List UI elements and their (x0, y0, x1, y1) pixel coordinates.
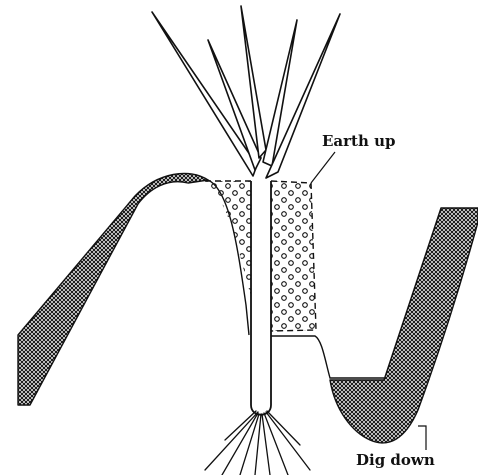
root (267, 411, 300, 445)
dig-down-label: Dig down (356, 451, 435, 469)
root (264, 413, 288, 475)
earth-up-soil-left (205, 181, 251, 296)
earth-up-leader (311, 152, 335, 183)
root (266, 412, 310, 470)
leaf-right (263, 20, 297, 166)
leaf-far-left (152, 12, 257, 176)
earth-up-soil-right (271, 181, 316, 331)
right-soil-ridge (330, 208, 478, 443)
plant-stem (251, 181, 271, 415)
dig-down-bracket (418, 426, 426, 450)
trench-surface (271, 336, 384, 378)
leaf-far-right (266, 14, 340, 178)
root (222, 413, 258, 475)
roots (205, 411, 310, 475)
root (262, 414, 270, 475)
earth-up-label: Earth up (322, 132, 396, 150)
left-soil-ridge (18, 173, 208, 405)
